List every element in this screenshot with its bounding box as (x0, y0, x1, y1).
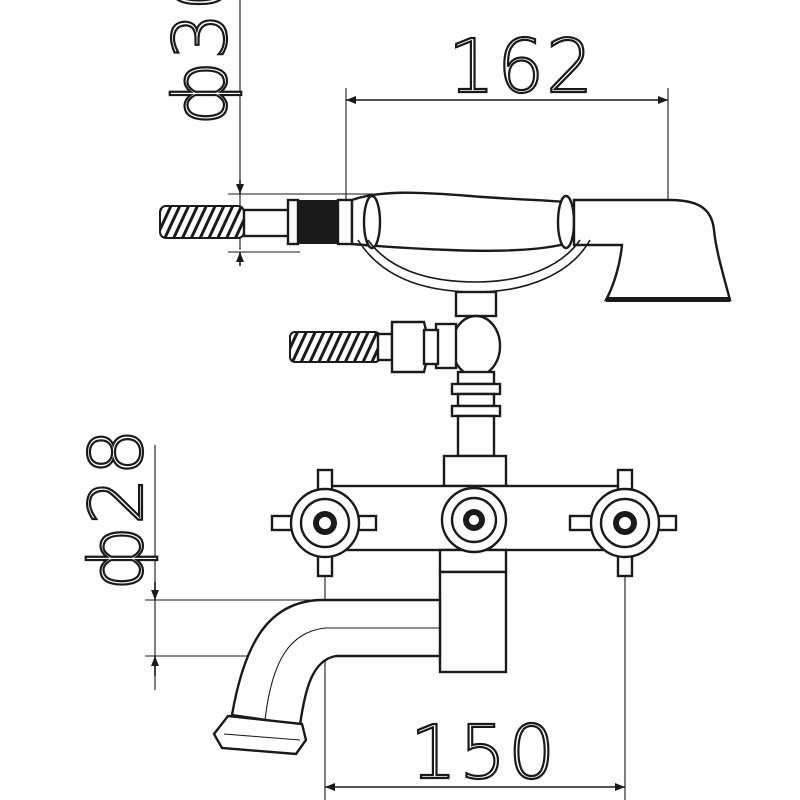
center-decorative-cap (440, 486, 508, 554)
riser-column (434, 290, 502, 458)
right-cross-handle (568, 468, 678, 578)
side-hose (289, 320, 440, 374)
left-cross-handle (270, 468, 378, 578)
dimension-162-label: 162 (448, 24, 595, 110)
dimension-162: 162 (345, 23, 669, 210)
dimension-d30-label: ф30 (158, 0, 244, 125)
dimension-d28: ф28 (73, 425, 450, 690)
dimension-150: 150 (324, 560, 626, 800)
spout (212, 598, 442, 756)
dimension-150-label: 150 (410, 710, 557, 796)
hand-shower (159, 191, 732, 302)
dimension-d30: ф30 (157, 0, 380, 266)
dimension-d28-label: ф28 (74, 427, 160, 590)
